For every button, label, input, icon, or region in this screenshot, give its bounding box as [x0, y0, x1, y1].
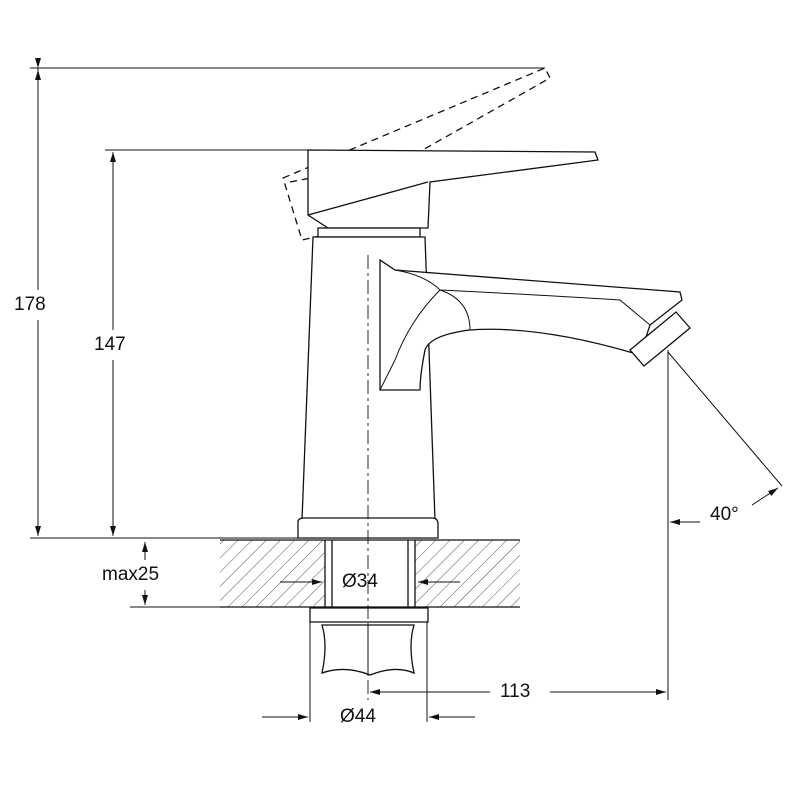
dim-label-d34: Ø34	[342, 571, 378, 592]
aerator	[629, 311, 691, 367]
countertop	[220, 539, 520, 608]
dim-label-40deg: 40°	[710, 504, 739, 526]
dim-label-178: 178	[14, 294, 46, 316]
lever	[307, 149, 599, 229]
mounting-nut	[309, 607, 429, 623]
dim-label-113: 113	[500, 681, 531, 703]
dim-label-147: 147	[94, 334, 126, 356]
base-ring	[297, 517, 439, 539]
dim-label-max25: max25	[102, 564, 160, 585]
spout	[379, 258, 683, 391]
dim-label-d44: Ø44	[340, 706, 376, 727]
